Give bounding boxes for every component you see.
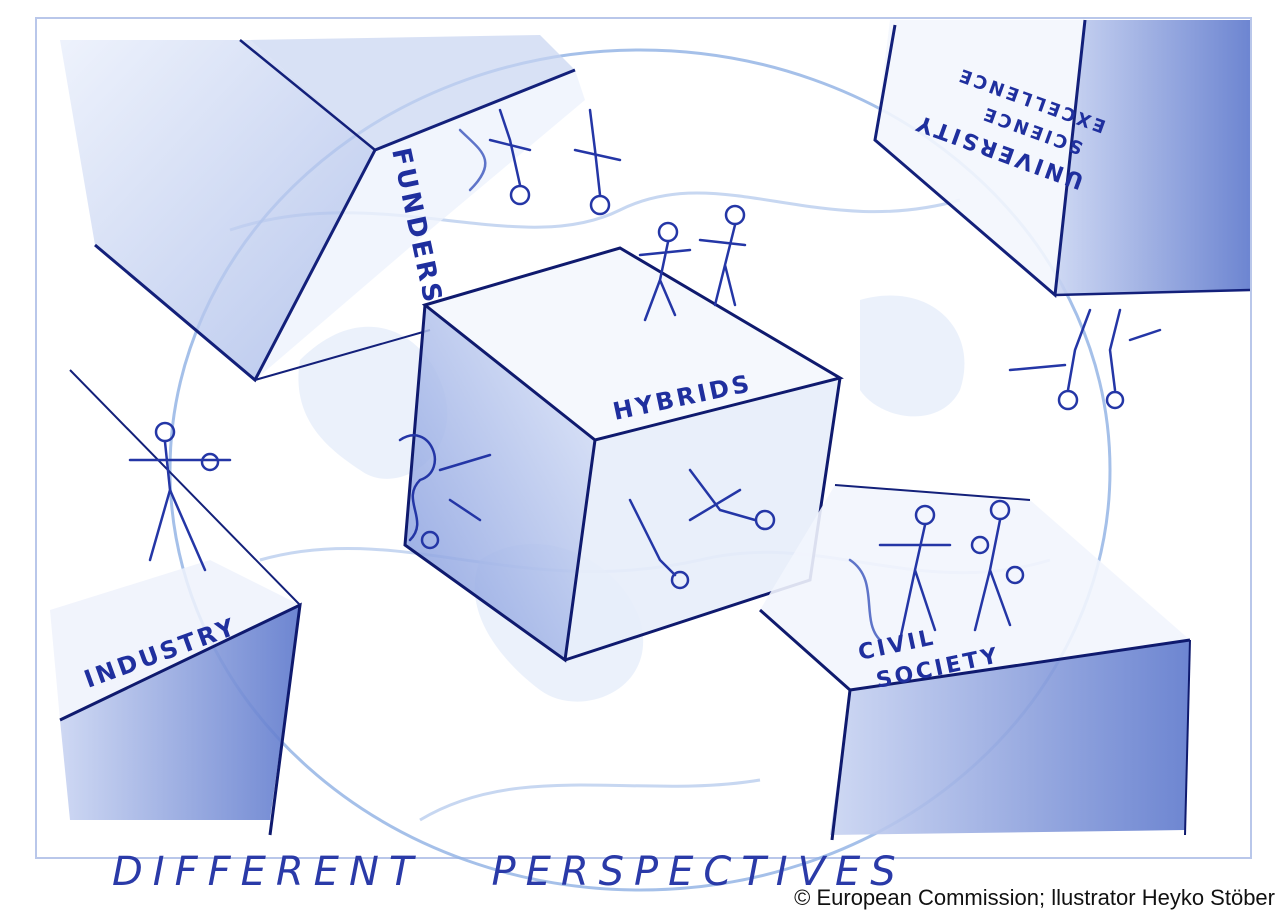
caption-different-perspectives: DIFFERENT PERSPECTIVES	[112, 849, 906, 895]
university-block	[875, 20, 1250, 295]
university-figures	[1010, 310, 1160, 409]
copyright-credit: © European Commission; llustrator Heyko …	[794, 885, 1275, 911]
industry-block	[50, 370, 300, 835]
industry-figure	[130, 423, 230, 570]
